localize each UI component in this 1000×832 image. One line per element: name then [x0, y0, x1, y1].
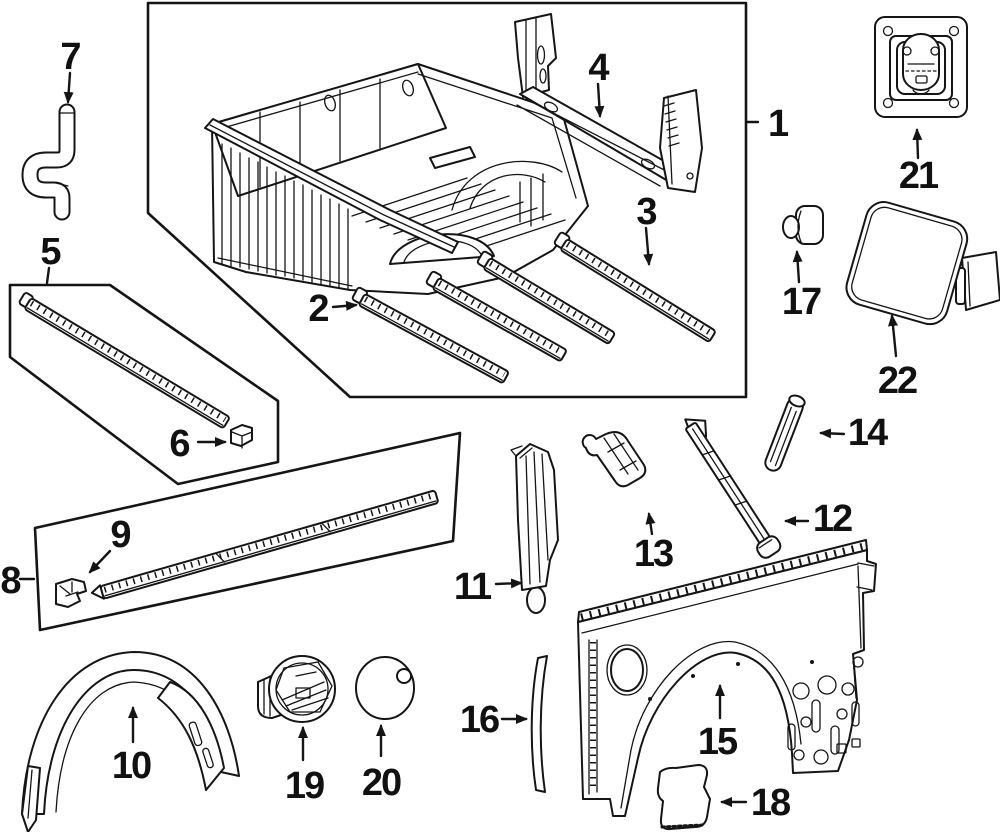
- callout-20-number[interactable]: 20: [362, 762, 403, 804]
- callout-1[interactable]: 1: [745, 103, 791, 145]
- callout-21-number[interactable]: 21: [899, 155, 941, 197]
- callout-5[interactable]: 5: [40, 231, 63, 285]
- callout-2[interactable]: 2: [308, 288, 358, 330]
- callout-22-number[interactable]: 22: [878, 360, 919, 402]
- callout-13-arrow: [645, 512, 656, 536]
- callout-3-arrow: [643, 226, 654, 266]
- callout-9[interactable]: 9: [88, 514, 132, 574]
- part-11-drawing: [510, 443, 559, 614]
- callout-15-number[interactable]: 15: [698, 721, 740, 763]
- callout-17-arrow: [792, 250, 803, 284]
- part-3-drawing: [553, 231, 716, 343]
- part-6-drawing: [230, 424, 253, 449]
- part-22-drawing: [845, 201, 1000, 326]
- part-9-drawing: [55, 578, 87, 608]
- callout-16[interactable]: 16: [460, 699, 528, 741]
- callout-5-leader: [45, 266, 51, 285]
- part-5-drawing: [18, 292, 230, 429]
- callout-8[interactable]: 8: [0, 560, 36, 602]
- callout-18-number[interactable]: 18: [751, 782, 792, 824]
- callout-14-arrow: [819, 428, 846, 439]
- callout-11-number[interactable]: 11: [454, 566, 494, 608]
- callout-8-number[interactable]: 8: [0, 560, 22, 602]
- callout-5-number[interactable]: 5: [40, 231, 63, 273]
- callout-2-number[interactable]: 2: [308, 288, 330, 330]
- part-19-drawing: [257, 655, 336, 723]
- part-14-drawing: [764, 394, 806, 472]
- callout-4[interactable]: 4: [588, 47, 611, 118]
- part-16-drawing: [530, 655, 548, 793]
- callout-13[interactable]: 13: [634, 512, 675, 575]
- callout-18[interactable]: 18: [720, 782, 792, 824]
- callout-12-number[interactable]: 12: [813, 498, 854, 540]
- callout-6-number[interactable]: 6: [169, 423, 191, 465]
- callout-11-arrow: [494, 578, 523, 589]
- callout-9-number[interactable]: 9: [110, 514, 132, 556]
- part-4-drawing: [514, 13, 703, 193]
- callout-19[interactable]: 19: [285, 726, 326, 807]
- callout-7-number[interactable]: 7: [60, 36, 82, 78]
- part-13-drawing: [581, 431, 647, 488]
- callout-1-number[interactable]: 1: [768, 103, 791, 145]
- callout-9-arrow: [88, 549, 112, 574]
- callout-7-arrow: [63, 71, 74, 104]
- part-17-drawing: [782, 205, 824, 245]
- callout-6[interactable]: 6: [169, 423, 227, 465]
- callout-15[interactable]: 15: [698, 684, 740, 763]
- callout-17[interactable]: 17: [782, 250, 823, 323]
- callout-22[interactable]: 22: [878, 314, 919, 402]
- part-10-drawing: [21, 651, 240, 832]
- pickup-bed-floor-drawing: [204, 63, 589, 295]
- part-7-drawing: [21, 103, 76, 221]
- callout-17-number[interactable]: 17: [782, 281, 823, 323]
- callout-12[interactable]: 12: [784, 498, 854, 540]
- callout-21[interactable]: 21: [899, 128, 941, 197]
- group-box-1: [146, 1, 748, 399]
- group-box-8: [33, 431, 462, 632]
- part-18-drawing: [656, 764, 711, 831]
- callout-19-number[interactable]: 19: [285, 765, 326, 807]
- callout-10-number[interactable]: 10: [112, 745, 153, 787]
- cross-sill-drawing-c: [476, 250, 616, 345]
- callout-20[interactable]: 20: [362, 724, 403, 804]
- cross-sill-drawing-b: [425, 270, 567, 362]
- part-2-drawing: [351, 286, 509, 384]
- callout-21-arrow: [912, 128, 923, 160]
- callout-2-arrow: [331, 300, 358, 311]
- part-15-drawing: [577, 539, 877, 817]
- callout-13-number[interactable]: 13: [634, 533, 675, 575]
- part-21-drawing: [874, 16, 968, 118]
- callout-7[interactable]: 7: [60, 36, 82, 104]
- callout-22-arrow: [888, 314, 898, 358]
- callout-3-number[interactable]: 3: [636, 191, 658, 233]
- part-8-drawing: [90, 490, 439, 600]
- callout-11[interactable]: 11: [454, 566, 523, 608]
- callout-14-number[interactable]: 14: [848, 412, 890, 454]
- callout-4-number[interactable]: 4: [588, 47, 611, 89]
- part-20-drawing: [355, 656, 415, 720]
- callout-14[interactable]: 14: [819, 412, 890, 454]
- callout-10[interactable]: 10: [112, 706, 153, 787]
- callout-4-arrow: [594, 82, 605, 118]
- callout-3[interactable]: 3: [636, 191, 658, 266]
- callout-16-number[interactable]: 16: [460, 699, 501, 741]
- group-box-5: [8, 283, 280, 486]
- part-12-drawing: [684, 418, 782, 559]
